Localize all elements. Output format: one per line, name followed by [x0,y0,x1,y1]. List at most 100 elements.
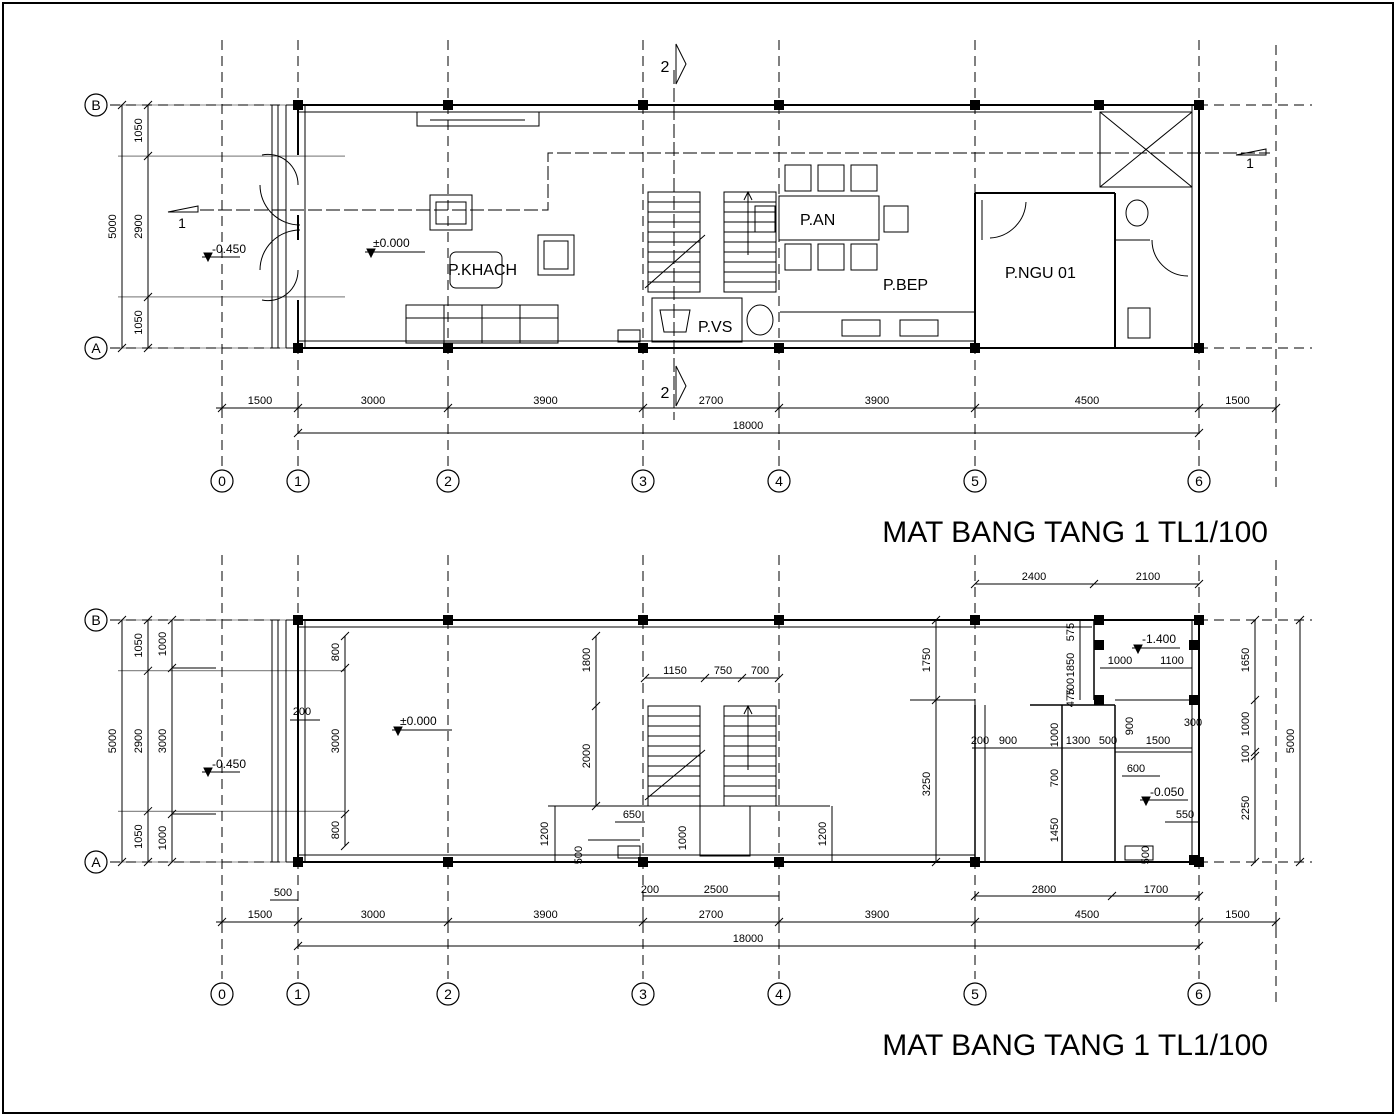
section-arrow [1235,148,1267,156]
stair-break [644,749,706,801]
column [293,615,303,625]
dimension-label: 2000 [581,744,593,768]
light-well-diagonal [1099,111,1193,188]
armchair-seat [435,201,467,225]
dining-chair [817,164,845,192]
toilet [659,309,691,333]
dining-chair [784,164,812,192]
plan-title-0: MAT BANG TANG 1 TL1/100 [882,516,1268,549]
dimension-label: 600 [1127,763,1145,775]
dimension-tick [340,631,350,641]
dimension-tick [1194,941,1204,951]
grid-label-6: 6 [1195,986,1203,1002]
column [443,857,453,867]
dimension-tick [700,673,710,683]
dimension-label: 5000 [1285,729,1297,753]
dimension-label: 1200 [817,822,829,846]
column [970,615,980,625]
column [1194,343,1204,353]
dining-chair [817,243,845,271]
grid-label-2: 2 [444,986,452,1002]
toilet [1127,307,1151,339]
dimension-label: 1700 [1144,884,1168,896]
column [970,857,980,867]
dimension-label: 1050 [133,633,145,657]
dimension-tick [1250,751,1260,761]
dimension-label: 200 [971,735,989,747]
dimension-label: 1000 [1049,723,1061,747]
column [1194,100,1204,110]
grid-bubble-2 [436,982,460,1006]
light-well [1099,111,1193,188]
dimension-tick [117,615,127,625]
column [1094,640,1104,650]
dimension-label: 500 [573,846,585,864]
dimension-label: 3000 [157,729,169,753]
dimension-label: 650 [623,809,641,821]
dimension-tick [1194,579,1204,589]
plan-title-1: MAT BANG TANG 1 TL1/100 [882,1029,1268,1062]
span-dimension: 3000 [361,909,385,921]
column [638,100,648,110]
dimension-tick [970,579,980,589]
dimension-tick [1250,615,1260,625]
grid-bubble-0 [210,982,234,1006]
level-outside: -0.450 [212,757,246,771]
dimension-label: 900 [999,735,1017,747]
grid-label-1: 1 [294,473,302,489]
level-floor-b: ±0.000 [400,714,437,728]
dimension-tick [970,891,980,901]
level-wc2: -0.050 [1150,785,1184,799]
dimension-tick [591,701,601,711]
dining-table [778,195,880,241]
dimension-label: 800 [330,643,342,661]
grid-bubbles [84,93,1211,1006]
level-arrow [366,248,376,259]
dimension-label: 1050 [133,310,145,334]
dimension-tick [1295,615,1305,625]
dimension-tick [117,100,127,110]
grid-bubble-1 [286,469,310,493]
step [617,845,641,859]
column [443,615,453,625]
room-label-vs: P.VS [698,319,732,336]
grid-bubble-B [84,93,108,117]
tv-cabinet [416,111,540,127]
dimension-tick [293,941,303,951]
grid-bubble-3 [631,469,655,493]
room-label-bep: P.BEP [883,277,928,294]
washbasin [1125,199,1149,227]
column [638,857,648,867]
dimension-label: 200 [293,706,311,718]
section-label-1: 1 [178,215,186,231]
grid-label-1: 1 [294,986,302,1002]
column [774,100,784,110]
span-dimension: 3900 [865,395,889,407]
dimension-tick [340,841,350,851]
level-arrow [393,726,403,737]
grid-bubble-B [84,608,108,632]
dimension-tick [340,663,350,673]
dimension-tick [1250,695,1260,705]
span-dimension: 2700 [699,909,723,921]
dimension-label: 1500 [1146,735,1170,747]
column [638,615,648,625]
dimension-label: 2400 [1022,571,1046,583]
dimension-label: 2100 [1136,571,1160,583]
column [443,100,453,110]
level-arrow [203,252,213,263]
total-dimension: 18000 [733,420,764,432]
column [1094,695,1104,705]
dimension-tick [931,615,941,625]
dimension-label: 1000 [677,826,689,850]
level-floor: ±0.000 [373,236,410,250]
section-label-1-right: 1 [1246,155,1254,171]
step [617,329,641,343]
grid-label-B: B [91,612,100,628]
dimension-label: 1650 [1240,648,1252,672]
dimension-label: 1800 [581,648,593,672]
grid-bubble-6 [1187,469,1211,493]
grid-label-6: 6 [1195,473,1203,489]
span-dimension: 3900 [533,395,557,407]
column [443,343,453,353]
